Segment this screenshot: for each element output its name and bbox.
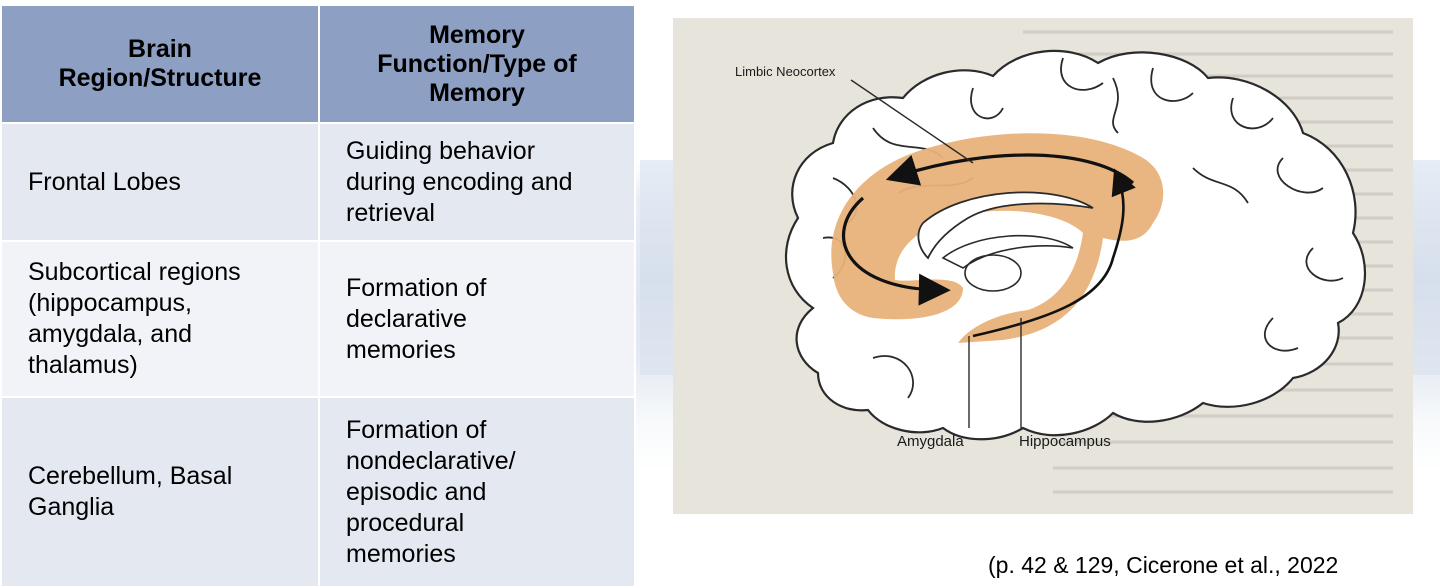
function-line: declarative [346,304,467,333]
limbic-neocortex-label: Limbic Neocortex [735,64,836,79]
limbic-arrow-lower [841,196,951,306]
region-line: amygdala, and [28,320,193,348]
function-line: Formation of [346,273,487,302]
function-line: nondeclarative/ [346,446,516,475]
label-leaders [850,79,1022,428]
region-line: Ganglia [28,493,115,521]
brain-figure-photo: Limbic Neocortex Amygdala Hippocampus [673,18,1413,514]
header-brain-region: Brain Region/Structure [0,4,320,124]
function-cell: Formation of declarative memories [318,240,636,398]
function-line: retrieval [346,198,435,227]
region-line: (hippocampus, [28,289,192,317]
region-line: thalamus) [28,351,138,379]
region-line: Frontal Lobes [28,167,181,196]
header-line: Brain [128,35,192,63]
header-memory-function: Memory Function/Type of Memory [318,4,636,124]
table-header-row: Brain Region/Structure Memory Function/T… [0,4,636,124]
citation-text: (p. 42 & 129, Cicerone et al., 2022 [988,552,1339,578]
header-line: Region/Structure [58,64,262,92]
region-line: Subcortical regions [28,258,241,286]
amygdala-label: Amygdala [897,433,964,450]
header-line: Memory [429,20,525,49]
function-line: memories [346,539,456,568]
corpus-callosum [917,191,1094,260]
region-cell: Cerebellum, Basal Ganglia [0,396,320,588]
region-cell: Frontal Lobes [0,122,320,242]
region-cell: Subcortical regions (hippocampus, amygda… [0,240,320,398]
table-row: Cerebellum, Basal Ganglia Formation of n… [0,396,636,588]
region-line: Cerebellum, Basal [28,462,233,490]
table-row: Frontal Lobes Guiding behavior during en… [0,122,636,242]
limbic-arrow-return [972,168,1136,338]
limbic-region [831,133,1164,343]
hippocampus-label: Hippocampus [1019,433,1111,450]
memory-table: Brain Region/Structure Memory Function/T… [0,4,636,588]
header-line: Function/Type of [377,49,577,78]
function-line: Guiding behavior [346,136,536,165]
function-line: procedural [346,508,465,537]
function-line: memories [346,335,456,364]
function-line: Formation of [346,415,487,444]
function-cell: Guiding behavior during encoding and ret… [318,122,636,242]
thalamus-shape [964,254,1022,292]
function-line: during encoding and [346,167,573,196]
table-row: Subcortical regions (hippocampus, amygda… [0,240,636,398]
function-cell: Formation of nondeclarative/ episodic an… [318,396,636,588]
function-line: episodic and [346,477,487,506]
brain-diagram: Limbic Neocortex Amygdala Hippocampus [673,18,1413,514]
header-line: Memory [429,78,525,107]
